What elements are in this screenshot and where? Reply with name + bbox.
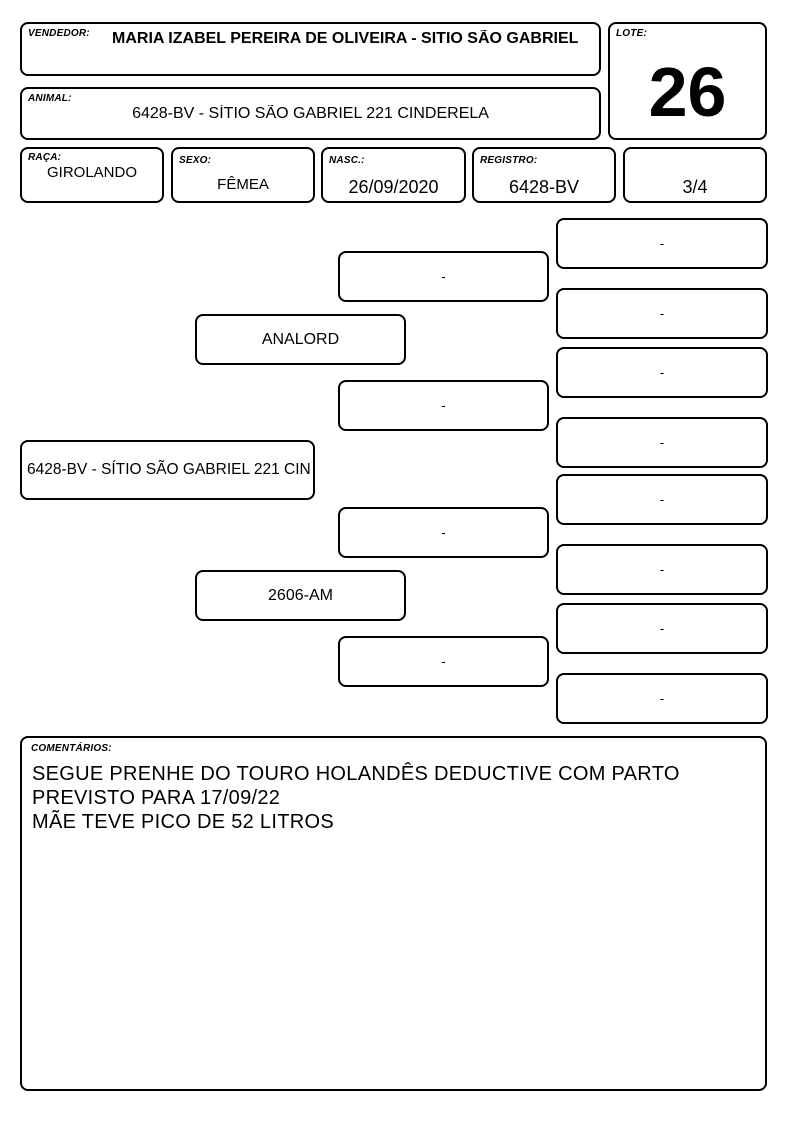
pedigree-gg-8: -	[556, 673, 768, 724]
registro-label: REGISTRO:	[480, 155, 538, 166]
pedigree-gg-2: -	[556, 288, 768, 339]
registro-value: 6428-BV	[508, 177, 580, 197]
comments-box: COMENTÁRIOS: SEGUE PRENHE DO TOURO HOLAN…	[20, 736, 767, 1091]
nasc-value: 26/09/2020	[348, 177, 439, 197]
registro-box: REGISTRO: 6428-BV	[472, 147, 616, 203]
pedigree-gg-7: -	[556, 603, 768, 654]
comments-line-1: SEGUE PRENHE DO TOURO HOLANDÊS DEDUCTIVE…	[32, 763, 680, 785]
pedigree-sire-dam: -	[338, 380, 549, 431]
pedigree-dam: 2606-AM	[195, 570, 406, 621]
pedigree-gg-6: -	[556, 544, 768, 595]
lote-number: 26	[648, 53, 727, 131]
pedigree-gg-1: -	[556, 218, 768, 269]
pedigree-dam-dam: -	[338, 636, 549, 687]
nasc-label: NASC.:	[329, 155, 365, 166]
raca-box: RAÇA: GIROLANDO	[20, 147, 164, 203]
sexo-box: SEXO: FÊMEA	[171, 147, 315, 203]
lote-label: LOTE:	[616, 28, 647, 39]
lote-box: LOTE: 26	[608, 22, 767, 140]
vendedor-box: VENDEDOR: MARIA IZABEL PEREIRA DE OLIVEI…	[20, 22, 601, 76]
comments-label: COMENTÁRIOS:	[31, 743, 112, 754]
pedigree-gg-5: -	[556, 474, 768, 525]
vendedor-label: VENDEDOR:	[28, 28, 90, 39]
sexo-label: SEXO:	[179, 155, 212, 166]
comments-text: SEGUE PRENHE DO TOURO HOLANDÊS DEDUCTIVE…	[32, 762, 755, 834]
comments-line-2: PREVISTO PARA 17/09/22	[32, 787, 281, 809]
animal-value: 6428-BV - SÍTIO SÃO GABRIEL 221 CINDEREL…	[132, 105, 489, 122]
pedigree-gg-4: -	[556, 417, 768, 468]
grau-box: 3/4	[623, 147, 767, 203]
animal-box: ANIMAL: 6428-BV - SÍTIO SÃO GABRIEL 221 …	[20, 87, 601, 140]
raca-label: RAÇA:	[28, 152, 62, 163]
comments-line-3: MÃE TEVE PICO DE 52 LITROS	[32, 811, 334, 833]
pedigree-gg-3: -	[556, 347, 768, 398]
grau-value: 3/4	[682, 177, 708, 197]
pedigree-animal: 6428-BV - SÍTIO SÃO GABRIEL 221 CIN	[20, 440, 315, 500]
vendedor-value: MARIA IZABEL PEREIRA DE OLIVEIRA - SITIO…	[112, 30, 579, 47]
raca-value: GIROLANDO	[46, 164, 137, 181]
pedigree-sire: ANALORD	[195, 314, 406, 365]
nasc-box: NASC.: 26/09/2020	[321, 147, 466, 203]
sexo-value: FÊMEA	[217, 176, 269, 193]
pedigree-sire-sire: -	[338, 251, 549, 302]
pedigree-dam-sire: -	[338, 507, 549, 558]
animal-label: ANIMAL:	[28, 93, 72, 104]
